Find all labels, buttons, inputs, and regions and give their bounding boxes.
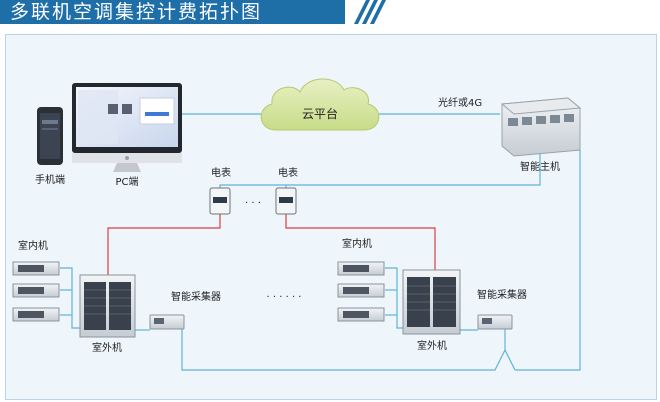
- phone-device: [37, 107, 63, 165]
- header-stripes: [354, 0, 386, 24]
- outdoor-left-label: 室外机: [92, 343, 122, 354]
- outdoor-unit-left: [79, 274, 136, 338]
- smart-host-device: [500, 97, 582, 157]
- pc-device: [72, 83, 182, 172]
- meter-dots: · · ·: [245, 198, 261, 209]
- cloud-platform: [260, 78, 380, 131]
- fiber-label: 光纤或4G: [438, 98, 483, 109]
- header: 多联机空调集控计费拓扑图: [0, 0, 660, 28]
- phone-label: 手机端: [35, 175, 65, 186]
- meter-left-label: 电表: [211, 168, 231, 179]
- pc-label: PC端: [115, 177, 139, 188]
- meter-left-device: [209, 187, 231, 215]
- meter-right-label: 电表: [278, 168, 298, 179]
- meter-right-device: [275, 187, 297, 215]
- right-indoor-bus: [385, 267, 403, 329]
- collector-left-label: 智能采集器: [171, 292, 221, 303]
- host-to-meter-line: [219, 150, 541, 190]
- indoor-right-label: 室内机: [342, 239, 372, 250]
- header-bar: 多联机空调集控计费拓扑图: [0, 0, 345, 24]
- indoor-units-left: [12, 261, 60, 322]
- left-indoor-bus: [60, 267, 80, 329]
- bus-left-line: [181, 325, 516, 371]
- indoor-left-label: 室内机: [18, 241, 48, 252]
- power-line-left: [107, 214, 221, 275]
- page-title: 多联机空调集控计费拓扑图: [10, 1, 263, 23]
- cloud-label: 云平台: [301, 107, 339, 121]
- outdoor-right-label: 室外机: [417, 341, 447, 352]
- outdoor-unit-right: [402, 269, 461, 335]
- host-label: 智能主机: [520, 162, 560, 173]
- power-lines: [107, 214, 436, 275]
- collector-left-device: [149, 314, 185, 330]
- group-dots: · · · · · ·: [266, 292, 302, 303]
- collector-right-label: 智能采集器: [477, 290, 527, 301]
- power-line-right: [285, 214, 436, 270]
- indoor-units-right: [337, 261, 385, 322]
- host-to-right-collector-line: [515, 149, 581, 371]
- collector-right-device: [477, 314, 513, 330]
